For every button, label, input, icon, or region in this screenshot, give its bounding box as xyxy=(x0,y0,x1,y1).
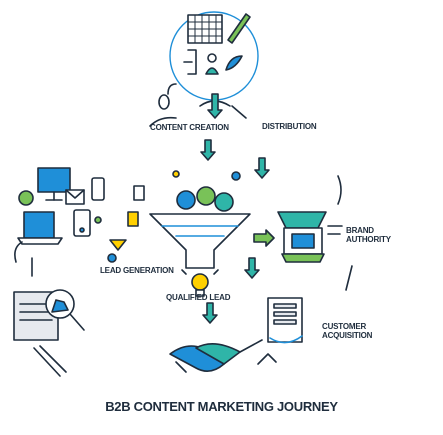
distribution-label: DISTRIBUTION xyxy=(262,122,317,131)
brand-authority-icon xyxy=(277,211,343,263)
customer-acquisition-label: CUSTOMER ACQUISITION xyxy=(322,322,373,340)
funnel-icon xyxy=(107,170,251,269)
brand-authority-label: BRAND AUTHORITY xyxy=(346,226,391,244)
qualified-lead-label: QUALIFIED LEAD xyxy=(166,293,231,302)
lead-generation-label: LEAD GENERATION xyxy=(100,266,174,275)
creation-tools-icon xyxy=(158,11,259,110)
arrow-right-icon xyxy=(253,229,275,247)
handshake-icon xyxy=(169,339,263,373)
qualified-lead-icon xyxy=(13,289,85,377)
arrow-down-icon xyxy=(200,93,270,324)
content-creation-label: CONTENT CREATION xyxy=(150,123,229,132)
customer-form-icon xyxy=(257,297,303,365)
lightbulb-icon xyxy=(181,269,219,297)
devices-icon xyxy=(14,167,105,277)
connector-right xyxy=(337,175,353,291)
page-title: B2B CONTENT MARKETING JOURNEY xyxy=(105,399,338,414)
